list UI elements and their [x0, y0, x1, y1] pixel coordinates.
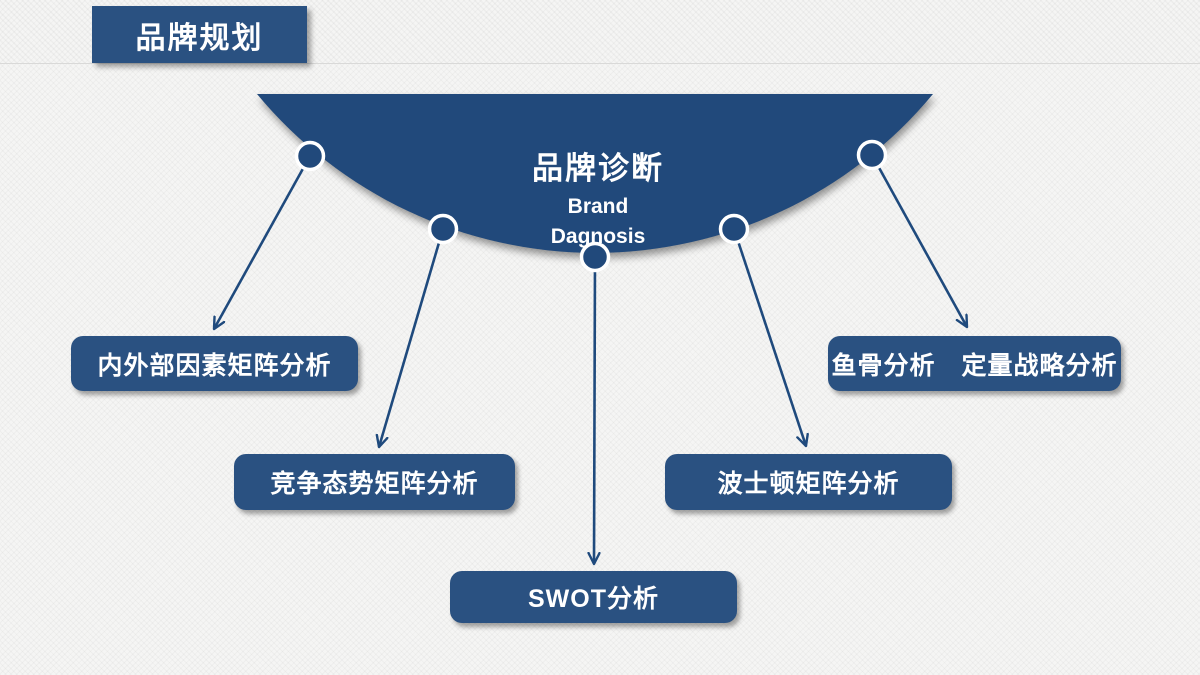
connector-arrow-swot: [594, 256, 595, 564]
node-label: 内外部因素矩阵分析: [97, 351, 332, 380]
node-internal-external-factor-matrix: 内外部因素矩阵分析: [71, 336, 358, 391]
connector-arrow-competitive: [379, 228, 445, 447]
connector-arrow-boston: [732, 228, 806, 446]
connector-dot-5: [856, 139, 888, 171]
node-competitive-position-matrix: 竞争态势矩阵分析: [234, 454, 515, 510]
connector-dot-2: [427, 213, 459, 245]
node-label: 鱼骨分析 定量战略分析: [831, 351, 1118, 380]
connector-dot-4: [718, 213, 750, 245]
node-fishbone-quantitative-strategy: 鱼骨分析 定量战略分析: [828, 336, 1121, 391]
connector-dot-3: [579, 241, 611, 273]
node-label: SWOT分析: [528, 585, 659, 613]
connector-dot-1: [294, 140, 326, 172]
node-boston-matrix: 波士顿矩阵分析: [665, 454, 952, 510]
connector-arrow-fishbone: [870, 154, 967, 327]
connector-arrow-internal-external: [214, 155, 312, 329]
slide-title-banner: 品牌规划: [92, 6, 307, 63]
node-label: 波士顿矩阵分析: [717, 470, 900, 498]
slide-title: 品牌规划: [135, 21, 264, 55]
node-label: 竞争态势矩阵分析: [270, 470, 479, 498]
hub-semicircle-shape: [257, 94, 933, 253]
node-swot-analysis: SWOT分析: [450, 571, 737, 623]
